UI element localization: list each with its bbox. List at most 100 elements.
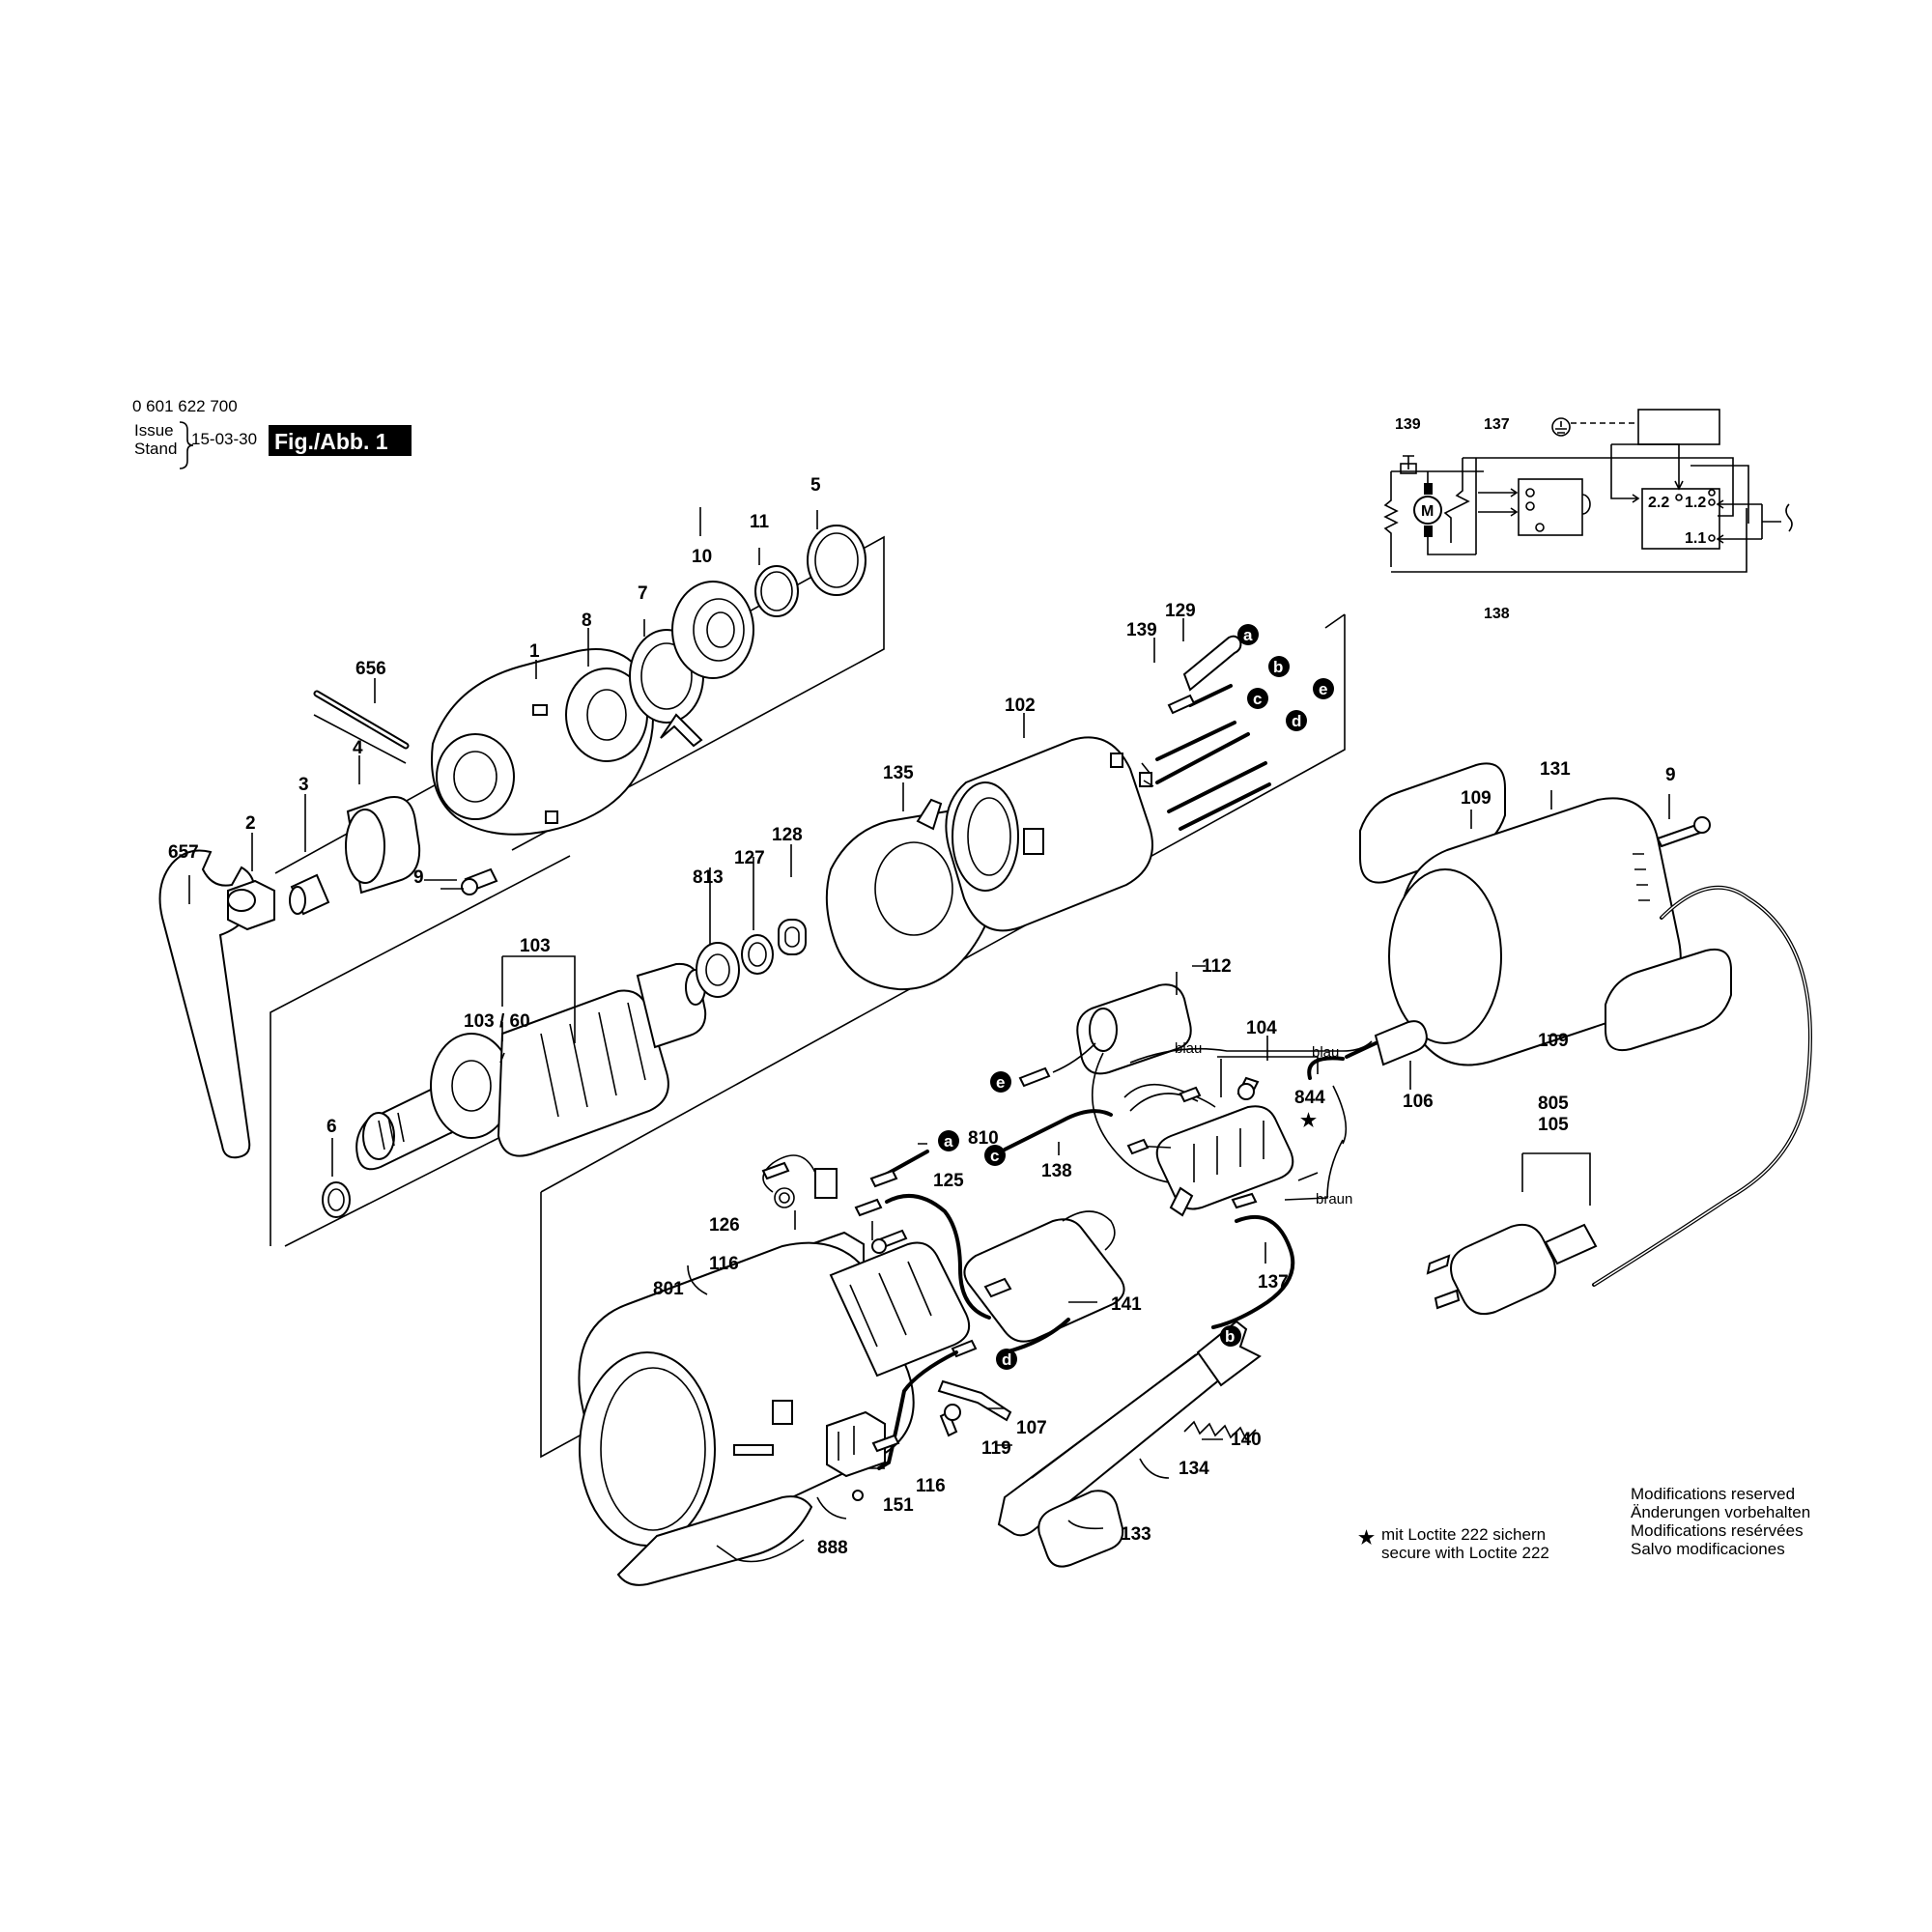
ring-11 xyxy=(754,565,799,617)
callout-105: 105 xyxy=(1538,1115,1569,1135)
spring-140 xyxy=(1183,1420,1257,1441)
callout-7: 7 xyxy=(638,583,648,604)
svg-text:b: b xyxy=(1225,1327,1235,1346)
part-number: 0 601 622 700 xyxy=(132,397,238,415)
cable-guard-106 xyxy=(1374,1020,1428,1066)
callout-138: 138 xyxy=(1041,1161,1072,1181)
ring-127 xyxy=(741,934,774,975)
connector-b-top: b xyxy=(1268,656,1290,677)
connector-markers: a b c e d e c a xyxy=(938,624,1334,1370)
motor-symbol-icon xyxy=(1413,496,1442,525)
callout-109-top: 109 xyxy=(1461,788,1492,809)
terminal-1-2: 1.2 xyxy=(1685,495,1706,511)
callout-6: 6 xyxy=(327,1117,337,1137)
callout-139: 139 xyxy=(1126,620,1157,640)
screw-119 xyxy=(939,1410,958,1437)
callout-813: 813 xyxy=(693,867,724,888)
connector-e-bottom: e xyxy=(990,1071,1011,1093)
loctite-note-de: mit Loctite 222 sichern xyxy=(1381,1525,1546,1544)
callout-2: 2 xyxy=(245,813,256,834)
callout-127: 127 xyxy=(734,848,765,868)
schematic-label-139: 139 xyxy=(1395,416,1421,433)
cover-141 xyxy=(963,1218,1125,1343)
lower-assembly xyxy=(540,1143,1262,1586)
ring-5 xyxy=(807,525,867,596)
loctite-star-844: ★ xyxy=(1300,1111,1317,1131)
issue-brace xyxy=(179,421,194,469)
svg-text:d: d xyxy=(1292,712,1301,730)
modifications-fr: Modifications resérvées xyxy=(1631,1521,1804,1540)
terminal-e xyxy=(1018,1066,1051,1088)
svg-text:b: b xyxy=(1273,658,1283,676)
callout-151: 151 xyxy=(883,1495,914,1516)
electronic-module xyxy=(1518,478,1583,536)
wiring-schematic: 139 137 138 M 2.2 1.2 1.1 xyxy=(1383,409,1793,622)
connector-139 xyxy=(1167,694,1196,715)
callout-103-60: 103 / 60 xyxy=(464,1011,530,1032)
figure-title: Fig./Abb. 1 xyxy=(274,429,388,454)
terminal-2-2: 2.2 xyxy=(1648,495,1669,511)
schematic-motor: M xyxy=(1421,503,1434,520)
callout-5: 5 xyxy=(810,475,821,496)
ring-128 xyxy=(778,919,807,955)
callout-126: 126 xyxy=(709,1215,740,1236)
connector-d-top: d xyxy=(1286,710,1307,731)
wire-label-blau-1: blau xyxy=(1175,1040,1202,1057)
label-888 xyxy=(616,1495,813,1586)
callout-125: 125 xyxy=(933,1171,964,1191)
brush-810 xyxy=(814,1168,838,1199)
wire-label-braun: braun xyxy=(1316,1191,1352,1208)
callout-135: 135 xyxy=(883,763,914,783)
svg-text:d: d xyxy=(1002,1350,1011,1369)
connector-c-bottom: c xyxy=(984,1145,1006,1166)
callout-140: 140 xyxy=(1231,1430,1262,1450)
callout-1: 1 xyxy=(529,641,540,662)
controller-box xyxy=(1637,409,1720,445)
switch-104 xyxy=(1155,1105,1294,1210)
spring-126 xyxy=(774,1187,795,1208)
clamp-107 xyxy=(937,1379,1012,1422)
loctite-note: ★ mit Loctite 222 sichern secure with Lo… xyxy=(1358,1525,1549,1562)
svg-text:c: c xyxy=(990,1147,999,1165)
bearing-813 xyxy=(696,942,740,998)
lead-137 xyxy=(1211,1214,1295,1329)
modifications-es: Salvo modificaciones xyxy=(1631,1540,1785,1558)
schematic-label-137: 137 xyxy=(1484,416,1510,433)
connector-d-bottom: d xyxy=(996,1349,1017,1370)
top-assembly xyxy=(158,507,885,1159)
callout-107: 107 xyxy=(1016,1418,1047,1438)
callout-3: 3 xyxy=(298,775,309,795)
svg-text:a: a xyxy=(944,1132,953,1151)
lead-138 xyxy=(1003,1109,1113,1151)
connector-e-top: e xyxy=(1313,678,1334,699)
schematic-label-138: 138 xyxy=(1484,606,1510,622)
callout-104: 104 xyxy=(1246,1018,1277,1038)
ball-151 xyxy=(852,1490,864,1501)
connector-a-bottom: a xyxy=(938,1130,959,1151)
callout-888: 888 xyxy=(817,1538,848,1558)
switch-terminal-box xyxy=(1641,488,1720,550)
label-109-bottom xyxy=(1605,949,1732,1051)
svg-text:c: c xyxy=(1253,690,1262,708)
terminal-1-1: 1.1 xyxy=(1685,530,1706,547)
ring-6 xyxy=(322,1181,351,1218)
callout-106: 106 xyxy=(1403,1092,1434,1112)
document-header: 0 601 622 700 Issue Stand 15-03-30 Fig./… xyxy=(132,397,412,469)
issue-label: Issue xyxy=(134,421,174,440)
callout-657: 657 xyxy=(168,842,199,863)
svg-text:a: a xyxy=(1243,626,1253,644)
callout-141: 141 xyxy=(1111,1294,1142,1315)
callout-119: 119 xyxy=(981,1438,1011,1459)
callout-4: 4 xyxy=(353,738,363,758)
callout-844: 844 xyxy=(1294,1088,1325,1108)
modifications-en: Modifications reserved xyxy=(1631,1485,1795,1503)
mains-symbol-icon xyxy=(1785,503,1793,532)
callout-137: 137 xyxy=(1258,1272,1289,1293)
armature-core xyxy=(497,989,669,1157)
callout-109-bottom: 109 xyxy=(1538,1031,1569,1051)
housing-and-cable xyxy=(1345,762,1812,1316)
callout-131: 131 xyxy=(1540,759,1571,780)
callout-656: 656 xyxy=(355,659,386,679)
callout-805: 805 xyxy=(1538,1094,1569,1114)
